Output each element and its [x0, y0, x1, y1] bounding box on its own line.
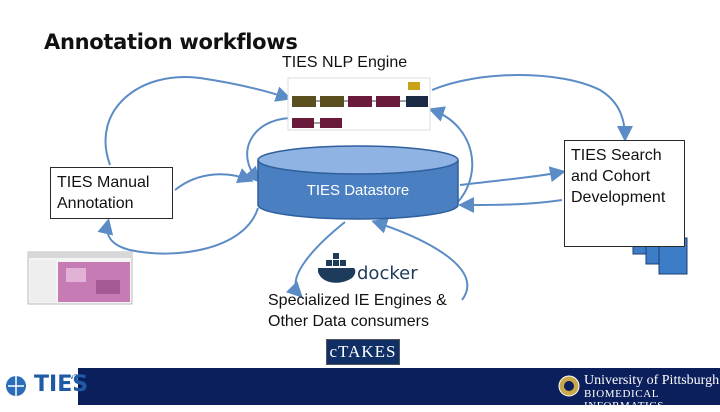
- manual-line-1: TIES Manual: [57, 174, 150, 191]
- ie-line-2: Other Data consumers: [268, 313, 429, 330]
- arrow-manual-to-datastore: [174, 168, 254, 191]
- arrow-ie-to-datastore: [371, 218, 469, 301]
- ties-version: v2: [70, 374, 78, 381]
- arrow-search-to-datastore: [458, 196, 563, 213]
- pitt-name: University of Pittsburgh: [584, 373, 720, 388]
- arrow-manual-to-nlp: [104, 76, 292, 166]
- pathology-viewer-image: [27, 251, 133, 305]
- nlp-pipeline-image: [287, 77, 431, 131]
- ie-engines-label: Specialized IE Engines & Other Data cons…: [268, 290, 447, 332]
- datastore-label: TIES Datastore: [306, 182, 410, 199]
- arrow-datastore-to-manual: [97, 207, 259, 255]
- ctakes-logo: cTAKES: [326, 339, 400, 365]
- search-cohort-box: TIES Search and Cohort Development: [564, 140, 685, 247]
- ties-logo: TIES: [34, 372, 89, 397]
- arrow-datastore-to-ie: [285, 221, 346, 298]
- search-line-1: TIES Search: [571, 147, 662, 164]
- pitt-department: BIOMEDICAL INFORMATICS: [584, 388, 664, 412]
- docker-logo-text: docker: [357, 263, 418, 284]
- manual-line-2: Annotation: [57, 195, 134, 212]
- arrow-datastore-to-nlp: [428, 106, 474, 206]
- page-title: Annotation workflows: [44, 30, 298, 54]
- search-line-3: Development: [571, 189, 666, 206]
- pitt-seal-icon: [558, 375, 580, 397]
- nlp-engine-label: TIES NLP Engine: [282, 54, 408, 71]
- docker-whale-icon: [318, 253, 356, 283]
- search-line-2: and Cohort: [571, 168, 651, 185]
- arrow-nlp-to-search: [431, 74, 633, 142]
- footer-bar: [0, 368, 720, 405]
- arrow-datastore-to-search: [459, 166, 566, 186]
- manual-annotation-box: TIES Manual Annotation: [50, 167, 173, 219]
- ie-line-1: Specialized IE Engines &: [268, 292, 447, 309]
- ties-globe-icon: [6, 376, 26, 396]
- datastore-cylinder: [257, 145, 459, 220]
